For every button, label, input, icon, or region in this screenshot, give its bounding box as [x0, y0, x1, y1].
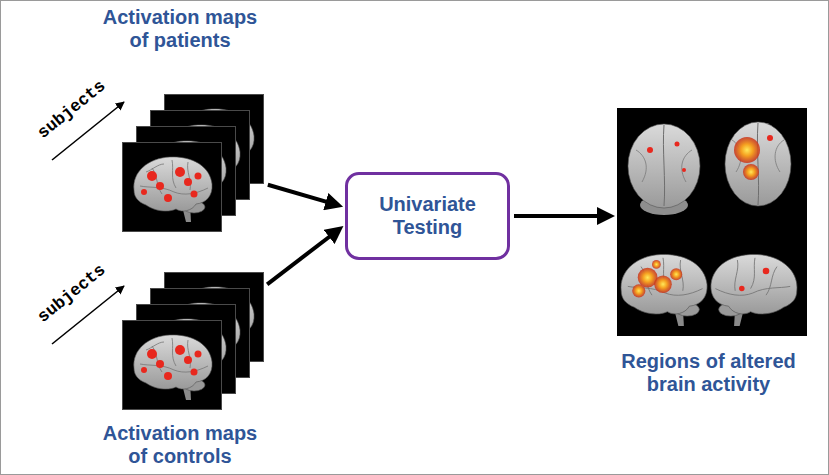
- axis-label: subjects: [34, 261, 110, 328]
- right-lateral-view: [711, 254, 797, 326]
- control-map-stack: [123, 273, 264, 410]
- posterior-view: [628, 124, 700, 215]
- node-heading: Activation maps of patients: [95, 6, 265, 52]
- result-brain-image: [617, 108, 807, 336]
- axis-label: subjects: [34, 77, 110, 144]
- left-lateral-view: [621, 254, 707, 326]
- box-label: Univariate Testing: [358, 193, 497, 239]
- text-group: Regions of altered brain activity: [596, 350, 821, 396]
- flow-arrow: [514, 214, 606, 218]
- node-heading: Regions of altered brain activity: [611, 350, 806, 396]
- text-group: Univariate Testing: [348, 193, 507, 239]
- node-heading: Activation maps of controls: [95, 422, 265, 468]
- image-stack: Activation maps of patients: [65, 6, 295, 238]
- anterior-view: [725, 122, 791, 206]
- activation-map: [123, 143, 222, 232]
- image-stack: Activation maps of controls: [65, 266, 295, 468]
- text-group: Activation maps of controls: [65, 422, 295, 468]
- flow-arrow: [268, 185, 335, 204]
- patient-map-stack: [123, 95, 264, 232]
- image-ground: [617, 108, 807, 336]
- activation-map: [123, 321, 222, 410]
- process-box: Univariate Testing: [345, 172, 510, 260]
- flow-arrow: [267, 231, 336, 284]
- text-group: Activation maps of patients: [65, 6, 295, 52]
- result-image: Regions of altered brain activity: [596, 102, 821, 402]
